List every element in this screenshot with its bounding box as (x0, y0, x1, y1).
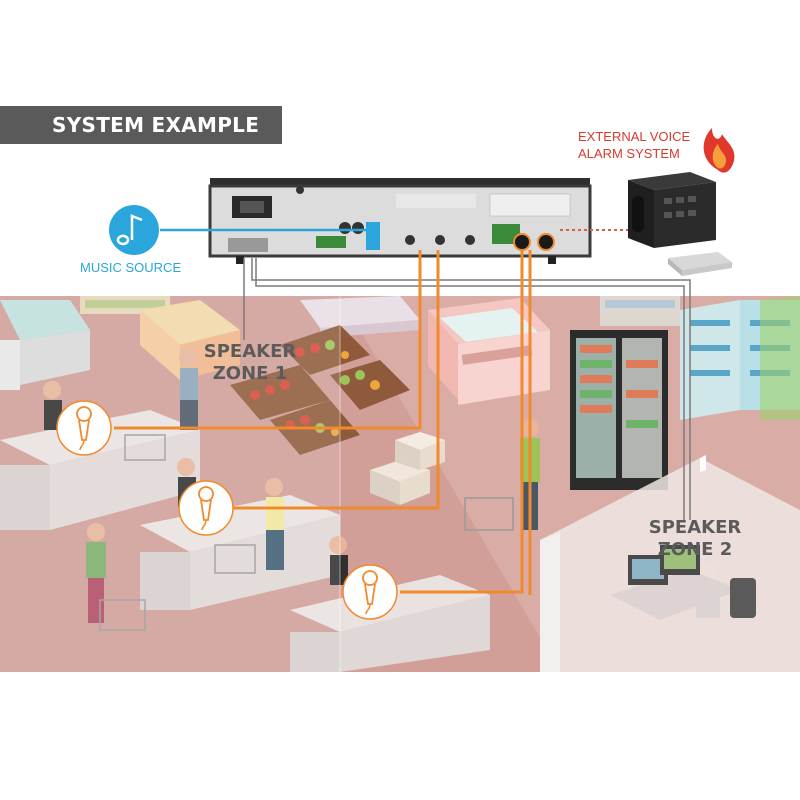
music-source-label: MUSIC SOURCE (80, 260, 182, 275)
freezer-left (0, 300, 90, 390)
shelf-top-right (600, 296, 680, 326)
produce-stand (230, 325, 410, 455)
cashier-3 (329, 536, 348, 585)
fridge-right (680, 296, 800, 420)
speaker-zone-1-line1: SPEAKER (203, 341, 297, 362)
external-voice-alarm-line1: EXTERNAL VOICE (578, 129, 691, 144)
voice-alarm-device (628, 172, 732, 276)
fire-icon (703, 128, 735, 173)
speaker-zone-1-line2: ZONE 1 (212, 363, 288, 384)
speaker-zone1-b (178, 480, 234, 536)
speaker-zone-2-line2: ZONE 2 (657, 539, 733, 560)
display-cabinet-pink (140, 300, 240, 380)
office-room (540, 455, 800, 672)
speaker-zone-2-label: SPEAKER ZONE 2 (625, 517, 765, 561)
carts (99, 434, 514, 631)
external-voice-alarm-label: EXTERNAL VOICE ALARM SYSTEM (578, 128, 690, 162)
shopper-top (179, 349, 198, 430)
glass-partition (0, 296, 341, 672)
speaker-wires (114, 250, 532, 595)
page-title: SYSTEM EXAMPLE (52, 113, 260, 137)
fridge-center (570, 330, 668, 490)
title-banner (0, 106, 282, 144)
speaker-zone-1-label: SPEAKER ZONE 1 (188, 341, 312, 385)
speaker-zone-2-line1: SPEAKER (648, 517, 742, 538)
zone-wires (243, 258, 691, 520)
music-source-icon (109, 205, 159, 255)
shopper-yellow (265, 478, 284, 570)
external-voice-alarm-line2: ALARM SYSTEM (578, 146, 680, 161)
mixer-amplifier (208, 178, 592, 264)
frozen-food-freezer (428, 298, 550, 405)
speaker-zone1-a (56, 400, 112, 456)
speaker-zone1-c (342, 564, 398, 620)
